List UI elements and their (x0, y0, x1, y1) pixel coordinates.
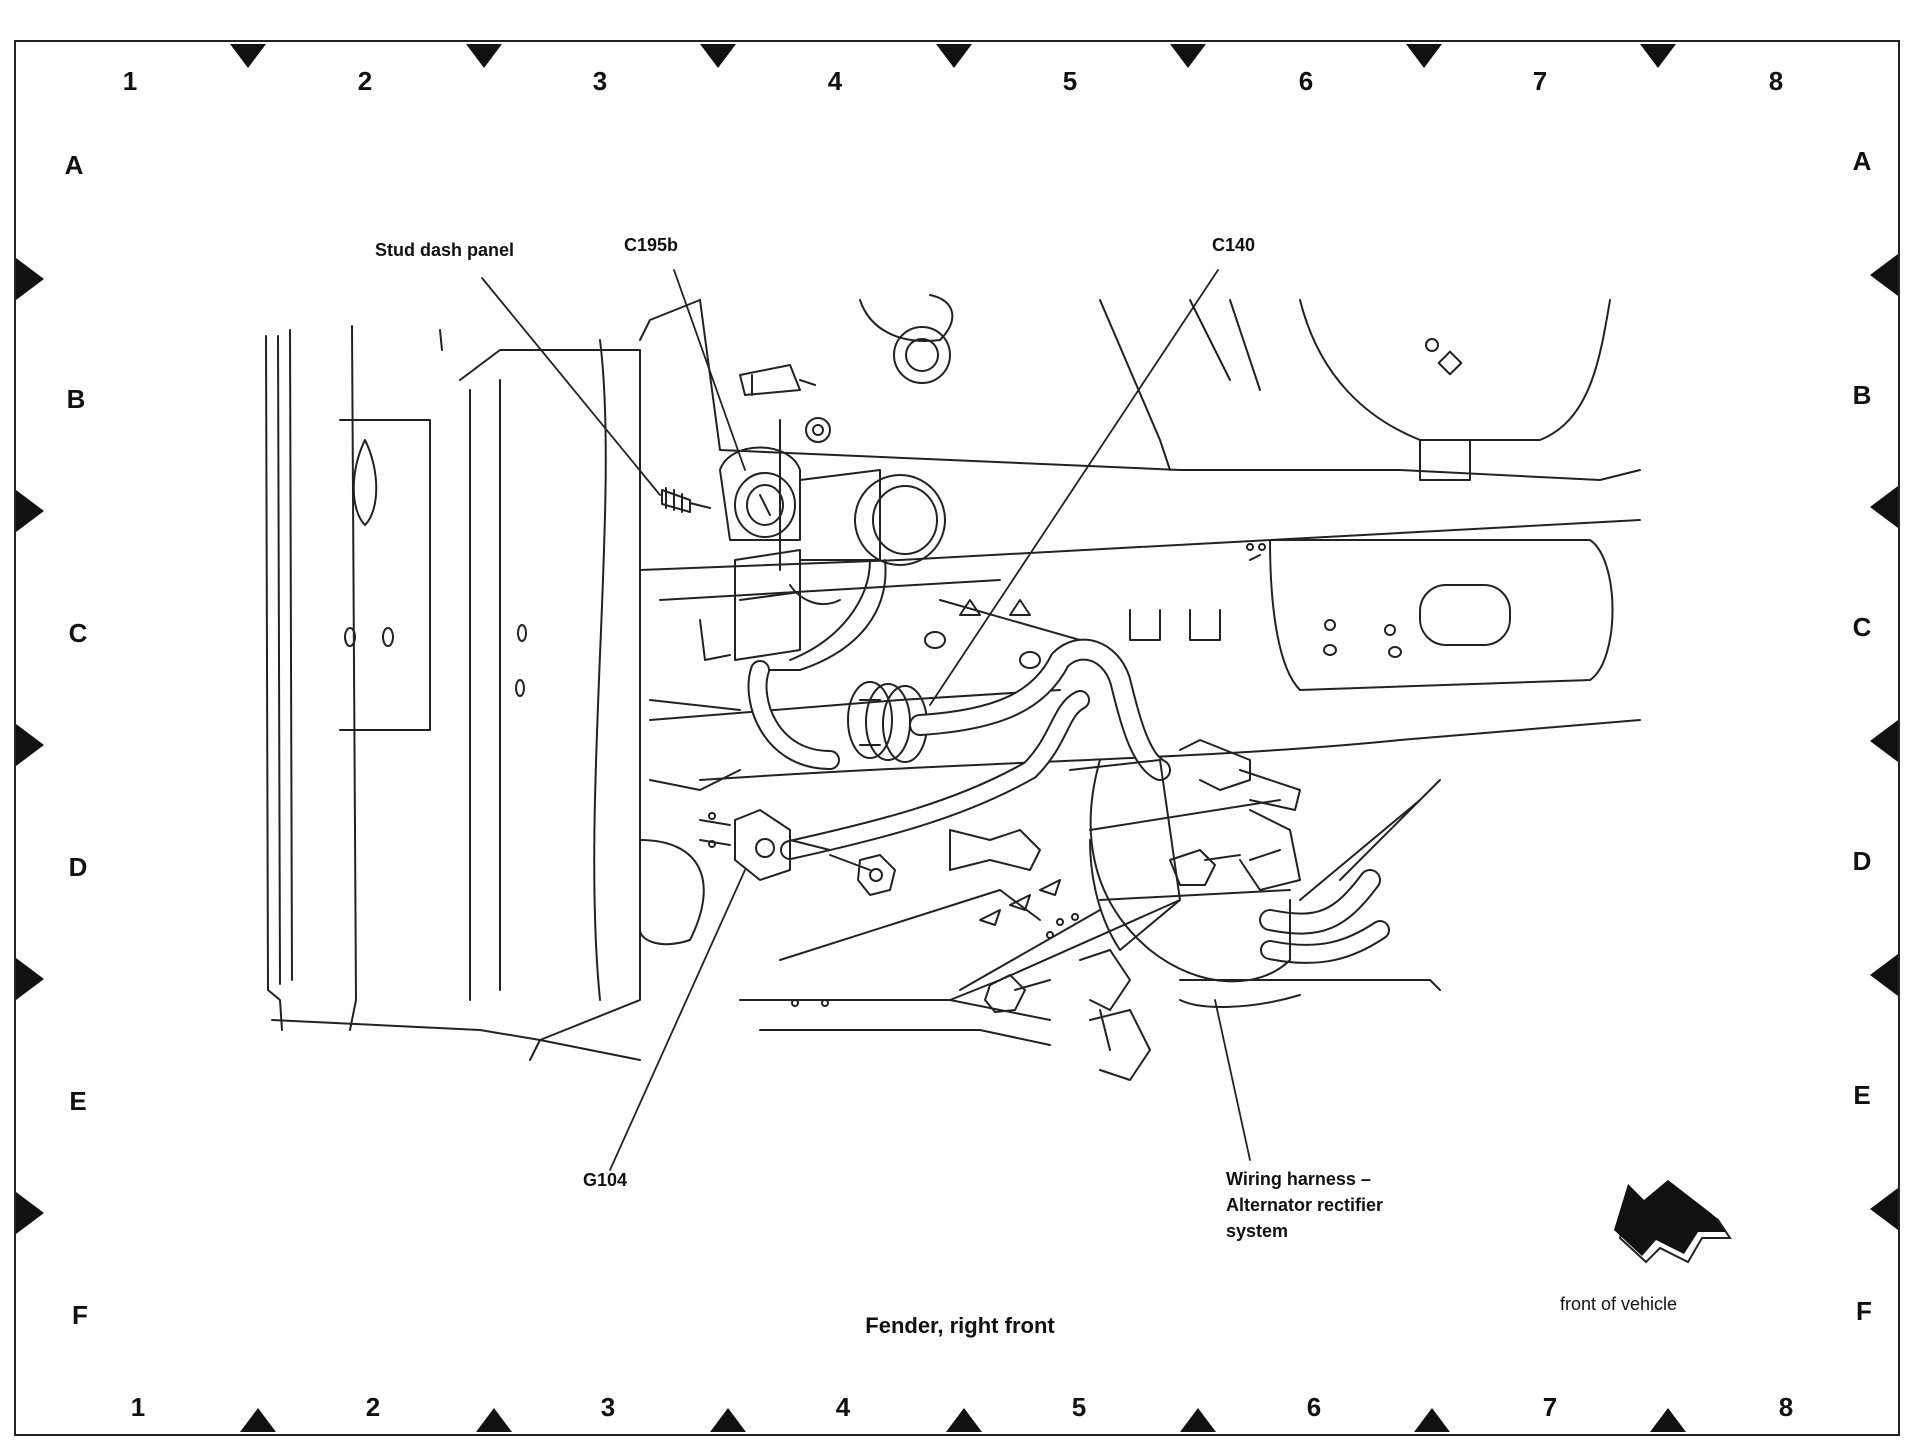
callout-c195b: C195b (624, 235, 679, 255)
grid-tick-right (1870, 954, 1898, 996)
front-of-vehicle-label: front of vehicle (1560, 1294, 1678, 1314)
c140-connector (847, 681, 928, 763)
grid-tick-bottom (240, 1408, 276, 1432)
grid-row-d-right: D (1852, 846, 1872, 876)
stud-dash-panel-stud (661, 487, 711, 513)
c195b-connector (719, 364, 946, 671)
grid-col-7-top: 7 (1532, 66, 1548, 96)
wiring-harness (747, 638, 1390, 983)
grid-col-3-top: 3 (592, 66, 608, 96)
grid-col-3-bottom: 3 (600, 1392, 616, 1422)
grid-row-e-right: E (1853, 1080, 1871, 1110)
grid-row-b-right: B (1852, 380, 1872, 410)
wiring-harness-leader (1214, 999, 1251, 1161)
grid-tick-left (16, 490, 44, 532)
grid-row-f-right: F (1856, 1296, 1872, 1326)
grid-col-6-bottom: 6 (1306, 1392, 1322, 1422)
grid-tick-top (1640, 44, 1676, 68)
fender-panel (265, 299, 701, 1061)
grid-col-7-bottom: 7 (1542, 1392, 1558, 1422)
grid-row-b-left: B (66, 384, 86, 414)
grid-tick-bottom (946, 1408, 982, 1432)
front-arrow-icon (1614, 1180, 1732, 1264)
grid-col-5-top: 5 (1062, 66, 1078, 96)
grid-tick-left (16, 724, 44, 766)
callout-c140: C140 (1212, 235, 1256, 255)
grid-tick-top (936, 44, 972, 68)
callout-wiring-harness: Wiring harness – Alternator rectifier sy… (1226, 1169, 1384, 1241)
callout-stud-dash-panel: Stud dash panel (375, 240, 515, 260)
g104-ground (699, 809, 1241, 1013)
callout-leaders (481, 269, 1251, 1171)
grid-tick-top (466, 44, 502, 68)
grid-tick-right (1870, 720, 1898, 762)
grid-col-8-top: 8 (1768, 66, 1784, 96)
grid-col-6-top: 6 (1298, 66, 1314, 96)
grid-row-a-right: A (1852, 146, 1872, 176)
strut-tower (699, 294, 1641, 481)
stud-dash-panel-leader (481, 277, 661, 496)
grid-tick-top (1170, 44, 1206, 68)
diagram-frame (14, 40, 1900, 1436)
grid-row-a-left: A (64, 150, 84, 180)
grid-col-1-top: 1 (122, 66, 138, 96)
c195b-leader (673, 269, 746, 471)
figure-caption: Fender, right front (865, 1313, 1055, 1338)
grid-row-d-left: D (68, 852, 88, 882)
grid-col-2-top: 2 (357, 66, 373, 96)
grid-tick-right (1870, 1188, 1898, 1230)
grid-row-c-right: C (1852, 612, 1872, 642)
grid-col-5-bottom: 5 (1071, 1392, 1087, 1422)
g104-leader (609, 869, 746, 1171)
grid-tick-bottom (1414, 1408, 1450, 1432)
grid-col-8-bottom: 8 (1778, 1392, 1794, 1422)
grid-row-f-left: F (72, 1300, 88, 1330)
grid-tick-left (16, 1192, 44, 1234)
grid-ticks (16, 44, 1898, 1432)
c140-leader (929, 269, 1219, 706)
grid-row-e-left: E (69, 1086, 87, 1116)
grid-tick-top (230, 44, 266, 68)
callout-g104: G104 (583, 1170, 628, 1190)
lower-rail (639, 699, 1441, 1046)
grid-row-c-left: C (68, 618, 88, 648)
grid-tick-left (16, 958, 44, 1000)
grid-tick-left (16, 258, 44, 300)
grid-tick-bottom (476, 1408, 512, 1432)
grid-col-1-bottom: 1 (130, 1392, 146, 1422)
grid-tick-bottom (710, 1408, 746, 1432)
grid-tick-top (1406, 44, 1442, 68)
grid-col-2-bottom: 2 (365, 1392, 381, 1422)
grid-tick-right (1870, 486, 1898, 528)
grid-tick-bottom (1180, 1408, 1216, 1432)
harness-brackets (1079, 739, 1301, 1081)
grid-tick-right (1870, 254, 1898, 296)
grid-tick-bottom (1650, 1408, 1686, 1432)
grid-col-4-bottom: 4 (835, 1392, 851, 1422)
grid-tick-top (700, 44, 736, 68)
grid-col-4-top: 4 (827, 66, 843, 96)
